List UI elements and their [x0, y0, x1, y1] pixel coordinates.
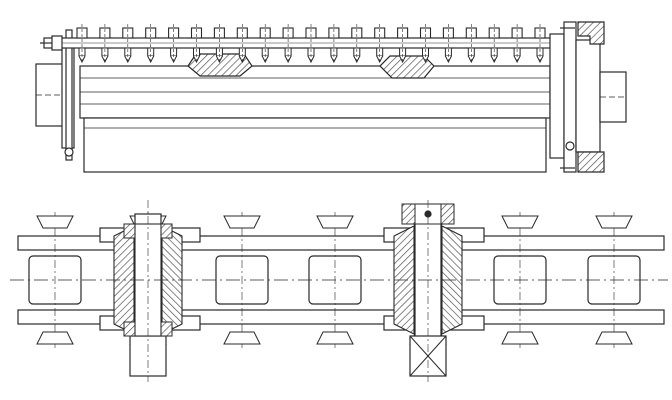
- lower-belt: [83, 117, 547, 173]
- attachment-pin: [259, 24, 271, 64]
- attachment-pin: [145, 24, 157, 64]
- attachment-pin: [488, 24, 500, 64]
- sectioned-pin: [113, 200, 183, 382]
- right-bearing-housing: [575, 39, 601, 153]
- attachment-pin: [442, 24, 454, 64]
- attachment-pin: [511, 24, 523, 64]
- attachment-pin: [305, 24, 317, 64]
- attachment-pin: [282, 24, 294, 64]
- sectioned-pin: [393, 200, 463, 382]
- sectioned-pins: [113, 200, 463, 382]
- attachment-pin: [534, 24, 546, 64]
- attachment-pin: [351, 24, 363, 64]
- attachment-pins: [76, 24, 546, 64]
- attachment-pin: [465, 24, 477, 64]
- conveyor-roller-side-view: [35, 21, 627, 173]
- right-end-plate: [549, 33, 565, 159]
- chain-roller: [28, 212, 82, 348]
- attachment-pin: [213, 24, 225, 64]
- attachment-pin: [419, 24, 432, 64]
- attachment-pin: [328, 24, 340, 64]
- attachment-pin: [190, 24, 203, 64]
- attachment-pin: [99, 24, 111, 64]
- attachment-pin: [374, 24, 386, 64]
- right-wear-pad: [379, 55, 435, 79]
- attachment-pin: [122, 24, 134, 64]
- attachment-pin: [168, 24, 180, 64]
- chain-roller: [215, 212, 269, 348]
- attachment-pin: [76, 24, 88, 64]
- chain-plan-view: [10, 200, 668, 382]
- attachment-pin: [397, 24, 409, 64]
- attachment-pin: [236, 24, 248, 64]
